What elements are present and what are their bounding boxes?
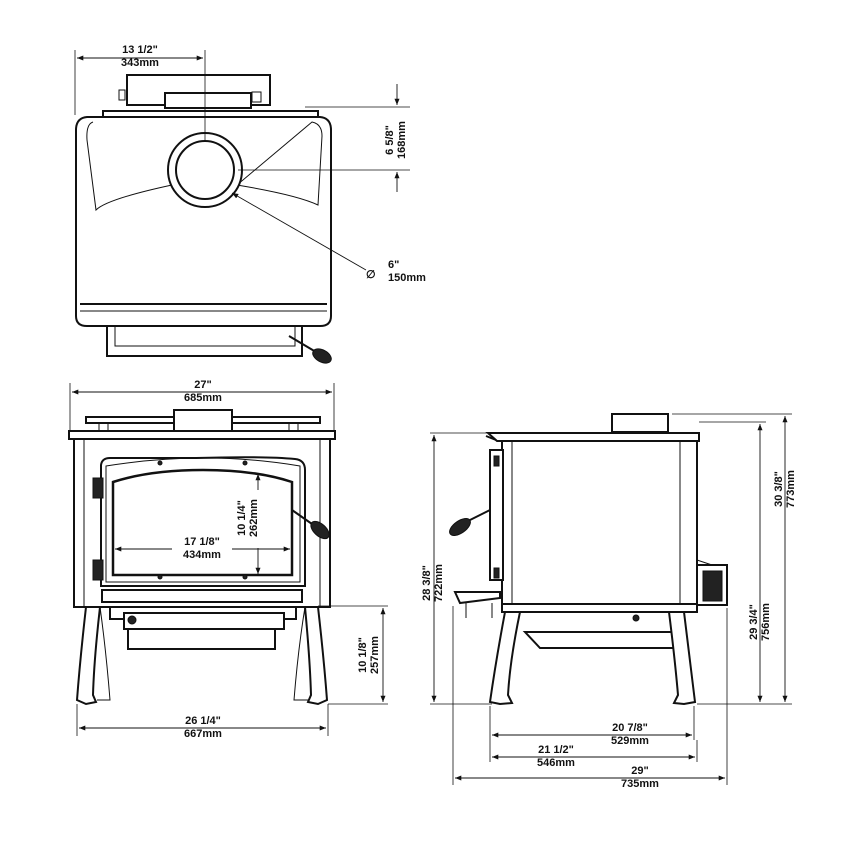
- flue-offset-metric: 343mm: [121, 57, 159, 69]
- dim-flue-height: 29 3/4" 756mm: [699, 421, 772, 702]
- leg-height-metric: 257mm: [369, 636, 381, 674]
- leg-width-metric: 667mm: [184, 728, 222, 740]
- side-leg-front: [488, 611, 522, 706]
- front-height-imperial: 28 3/8": [421, 565, 433, 601]
- flue-height-metric: 756mm: [760, 603, 772, 641]
- dim-front-height: 28 3/8" 722mm: [421, 432, 492, 705]
- leg-height-imperial: 10 1/8": [357, 637, 369, 673]
- flue-diameter-metric: 150mm: [388, 272, 426, 284]
- dim-flue-diameter: ∅ 6" 150mm: [231, 192, 426, 284]
- overall-width-metric: 685mm: [184, 392, 222, 404]
- dim-overall-depth: 29" 735mm: [452, 606, 728, 790]
- flue-height-imperial: 29 3/4": [748, 604, 760, 640]
- front-leg-left: [75, 606, 102, 706]
- side-leg-rear: [667, 611, 697, 706]
- top-front-lip: [106, 326, 332, 364]
- front-leg-right: [303, 606, 329, 706]
- top-rear-shield: [102, 74, 319, 120]
- dim-overall-width: 27" 685mm: [69, 379, 335, 432]
- leg-depth-imperial: 20 7/8": [612, 722, 648, 734]
- front-view: 27" 685mm 10 1/4" 262mm 17 1/8" 434mm 10…: [68, 379, 388, 740]
- dim-door-height: 10 1/4" 262mm: [236, 474, 266, 574]
- diameter-symbol: ∅: [366, 269, 376, 281]
- dim-leg-height: 10 1/8" 257mm: [318, 605, 388, 705]
- flue-diameter-imperial: 6": [388, 259, 399, 271]
- door-height-imperial: 10 1/4": [236, 500, 248, 536]
- flue-offset-imperial: 13 1/2": [122, 44, 158, 56]
- body-depth-metric: 546mm: [537, 757, 575, 769]
- body-depth-imperial: 21 1/2": [538, 744, 574, 756]
- top-body: [75, 116, 332, 327]
- dim-top-height: 30 3/8" 773mm: [672, 413, 797, 705]
- dim-leg-depth: 20 7/8" 529mm: [489, 706, 695, 762]
- top-height-imperial: 30 3/8": [773, 471, 785, 507]
- dim-flue-depth: 6 5/8" 168mm: [238, 84, 410, 192]
- side-body: [501, 440, 698, 609]
- overall-depth-metric: 735mm: [621, 778, 659, 790]
- flue-depth-imperial: 6 5/8": [384, 125, 396, 155]
- side-view: 30 3/8" 773mm 29 3/4" 756mm 28 3/8" 722m…: [421, 413, 797, 790]
- dim-flue-offset: 13 1/2" 343mm: [74, 44, 206, 142]
- dim-door-width: 17 1/8" 434mm: [115, 536, 290, 563]
- door-width-imperial: 17 1/8": [184, 536, 220, 548]
- dim-body-depth: 21 1/2" 546mm: [492, 740, 698, 769]
- dim-leg-width: 26 1/4" 667mm: [76, 704, 329, 740]
- door-height-metric: 262mm: [248, 499, 260, 537]
- top-inner-outline: [86, 121, 323, 212]
- flue-depth-metric: 168mm: [396, 121, 408, 159]
- leg-width-imperial: 26 1/4": [185, 715, 221, 727]
- flue-collar-inner: [175, 140, 235, 200]
- overall-depth-imperial: 29": [631, 765, 648, 777]
- top-height-metric: 773mm: [785, 470, 797, 508]
- front-height-metric: 722mm: [433, 564, 445, 602]
- overall-width-imperial: 27": [194, 379, 211, 391]
- top-view: 13 1/2" 343mm 6 5/8" 168mm ∅ 6" 150mm: [74, 44, 426, 364]
- door-width-metric: 434mm: [183, 549, 221, 561]
- leg-depth-metric: 529mm: [611, 735, 649, 747]
